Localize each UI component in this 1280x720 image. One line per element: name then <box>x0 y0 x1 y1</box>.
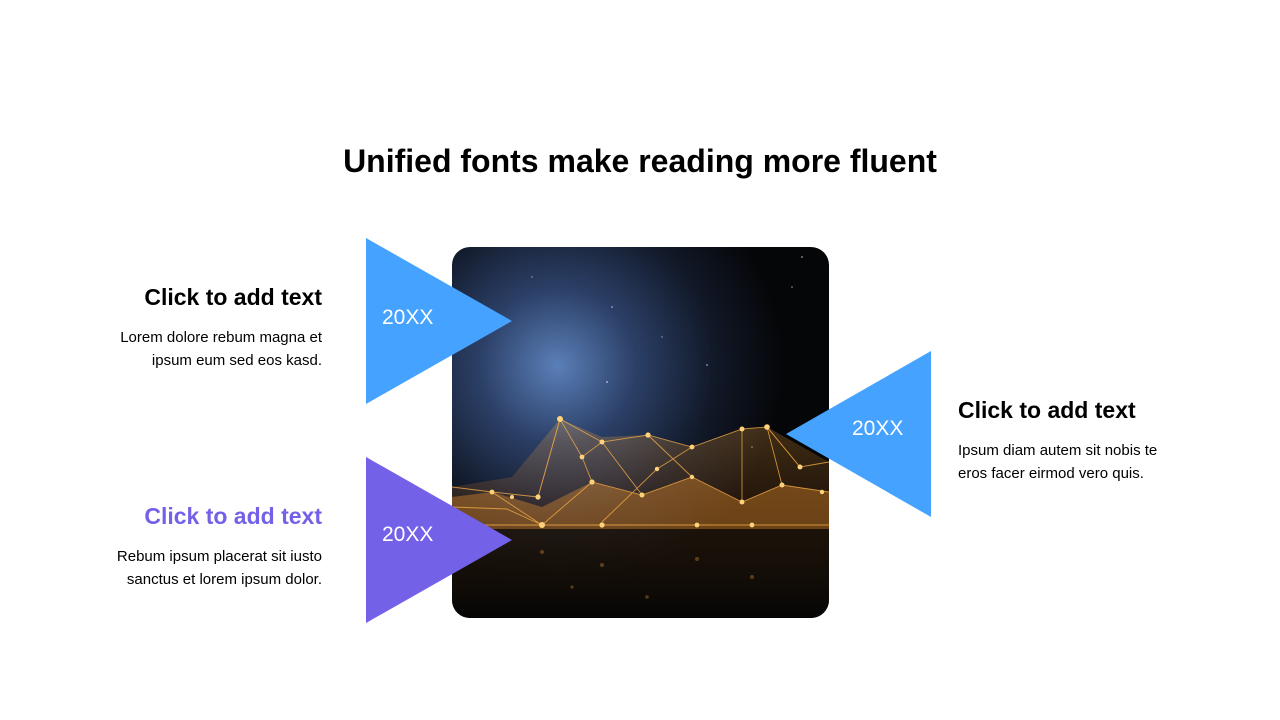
timeline-year-1: 20XX <box>382 306 434 329</box>
network-illustration <box>452 247 829 618</box>
triangle-left-icon <box>786 351 931 517</box>
block-body-2[interactable]: Rebum ipsum placerat sit iusto sanctus e… <box>116 548 322 588</box>
block-body-1[interactable]: Lorem dolore rebum magna et ipsum eum se… <box>120 329 322 369</box>
triangle-right-icon <box>366 238 512 404</box>
timeline-marker-2[interactable]: 20XX <box>366 457 514 623</box>
triangle-right-icon <box>366 457 512 623</box>
timeline-marker-3[interactable]: 20XX <box>784 351 932 517</box>
network-photo[interactable] <box>452 247 829 618</box>
text-block-2[interactable]: Click to add text Rebum ipsum placerat s… <box>62 501 322 591</box>
text-block-3[interactable]: Click to add text Ipsum diam autem sit n… <box>958 395 1218 485</box>
text-block-1[interactable]: Click to add text Lorem dolore rebum mag… <box>62 282 322 372</box>
slide-title[interactable]: Unified fonts make reading more fluent <box>343 143 937 179</box>
block-heading-2[interactable]: Click to add text <box>144 503 322 529</box>
block-heading-3[interactable]: Click to add text <box>958 397 1136 423</box>
timeline-marker-1[interactable]: 20XX <box>366 238 514 404</box>
timeline-year-2: 20XX <box>382 523 434 546</box>
block-body-3[interactable]: Ipsum diam autem sit nobis te eros facer… <box>958 442 1158 482</box>
timeline-year-3: 20XX <box>852 417 904 440</box>
block-heading-1[interactable]: Click to add text <box>144 284 322 310</box>
